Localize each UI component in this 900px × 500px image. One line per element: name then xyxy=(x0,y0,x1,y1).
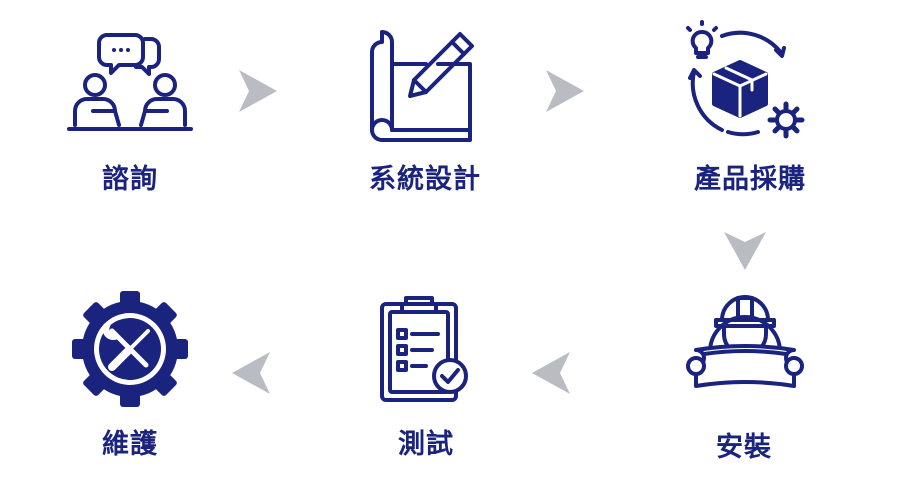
arrow-right-icon xyxy=(546,70,584,112)
arrow-left-icon xyxy=(232,352,270,394)
arrow-down xyxy=(722,228,768,272)
arrow-left-2 xyxy=(230,350,274,396)
arrow-right-2 xyxy=(542,68,586,114)
blueprint-pencil-icon xyxy=(362,30,482,145)
step-label: 安裝 xyxy=(716,432,772,463)
arrow-right-1 xyxy=(235,68,279,114)
consultation-icon xyxy=(65,25,195,140)
product-box-cycle-icon xyxy=(678,20,808,147)
gear-tools-icon xyxy=(68,287,192,411)
step-label: 系統設計 xyxy=(369,164,481,195)
engineer-blueprint-icon xyxy=(680,290,810,405)
arrow-left-1 xyxy=(530,350,574,396)
step-system-design: 系統設計 xyxy=(350,20,510,200)
step-label: 維護 xyxy=(102,429,158,460)
step-testing: 測試 xyxy=(340,285,500,465)
arrow-right-icon xyxy=(239,70,277,112)
step-installation: 安裝 xyxy=(660,285,820,465)
arrow-left-icon xyxy=(532,352,570,394)
step-consultation: 諮詢 xyxy=(50,20,210,200)
step-procurement: 產品採購 xyxy=(660,20,820,200)
step-label: 諮詢 xyxy=(102,164,158,195)
step-maintenance: 維護 xyxy=(50,285,210,465)
step-label: 測試 xyxy=(398,429,454,460)
clipboard-checklist-icon xyxy=(372,290,482,405)
step-label: 產品採購 xyxy=(694,164,806,195)
arrow-down-icon xyxy=(724,232,766,270)
